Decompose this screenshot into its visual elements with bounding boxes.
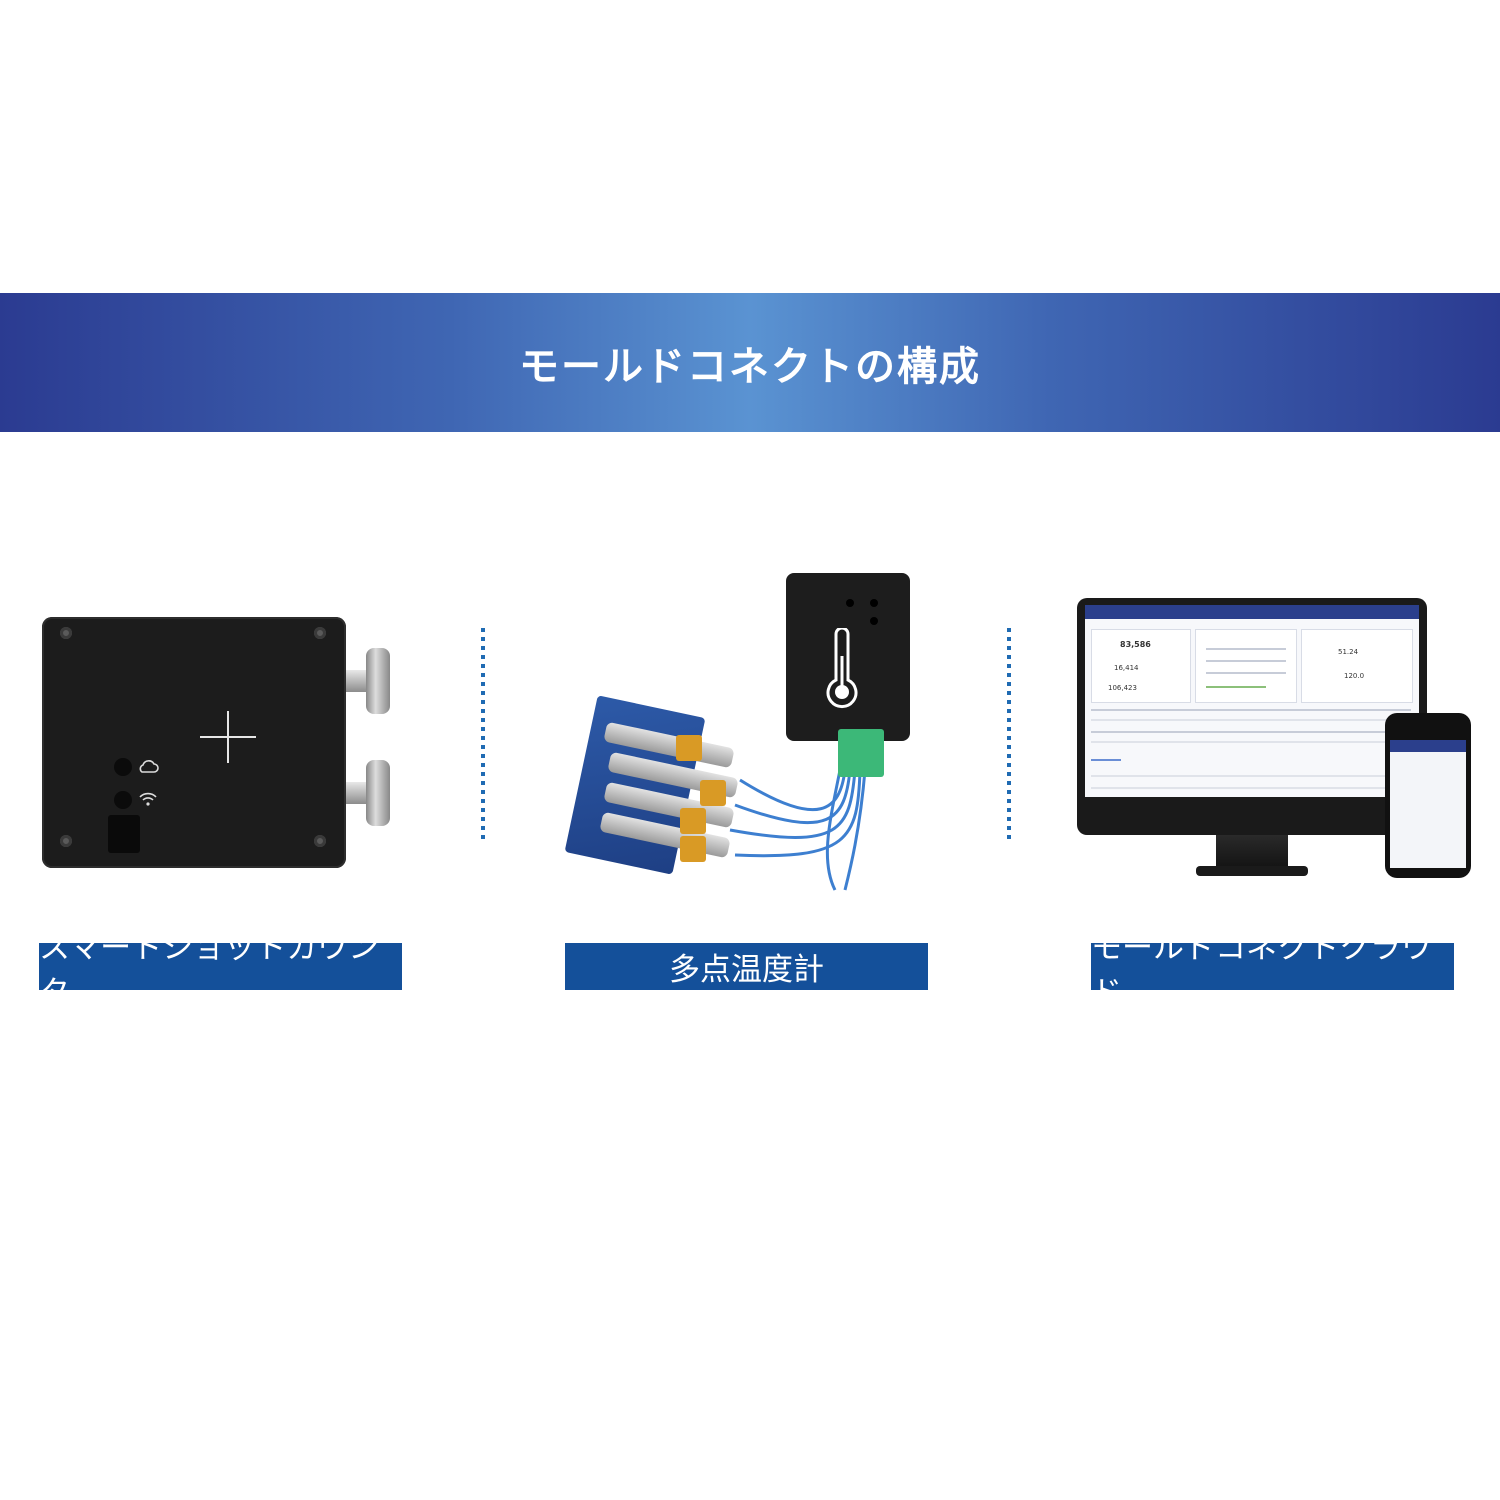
monitor-stand — [1216, 835, 1288, 871]
dashboard-card: 51.24 120.0 — [1301, 629, 1413, 703]
label-smart-shot-counter: スマートショットカウンタ — [39, 930, 402, 1011]
status-led — [114, 758, 132, 776]
kapton-tape — [676, 735, 702, 761]
power-port — [108, 815, 140, 853]
thermometer-icon — [826, 628, 858, 709]
phone-app-header — [1390, 740, 1466, 752]
dotted-divider — [1007, 628, 1011, 840]
label-mold-connect-cloud: モールドコネクトクラウド — [1091, 930, 1454, 1011]
dashboard-metric: 16,414 — [1114, 664, 1139, 672]
screw-icon — [60, 835, 72, 847]
wifi-icon — [139, 792, 157, 806]
status-led — [870, 599, 878, 607]
phone-screen — [1390, 740, 1466, 868]
dashboard-metric: 106,423 — [1108, 684, 1137, 692]
sensor-cables — [729, 769, 867, 891]
label-multi-point-thermometer: 多点温度計 — [565, 943, 928, 990]
screw-icon — [60, 627, 72, 639]
dashboard-header — [1085, 605, 1419, 619]
dashboard-metric: 51.24 — [1338, 648, 1359, 656]
cloud-icon — [139, 760, 159, 773]
dashboard-metric: 120.0 — [1344, 672, 1365, 680]
dashboard-metric: 83,586 — [1120, 640, 1151, 649]
page-title: モールドコネクトの構成 — [519, 343, 981, 390]
title-banner: モールドコネクトの構成 — [0, 293, 1500, 432]
dashboard-screen: 83,586 16,414 106,423 51.24 120.0 — [1085, 605, 1419, 797]
status-led — [114, 791, 132, 809]
screw-icon — [314, 835, 326, 847]
counter-device-body — [42, 617, 346, 868]
monitor-base — [1196, 866, 1308, 876]
status-led — [870, 617, 878, 625]
magnet-mount — [346, 760, 390, 826]
dashboard-card — [1195, 629, 1297, 703]
kapton-tape — [680, 836, 706, 862]
thermometer-box — [786, 573, 910, 741]
crosshair-mark — [227, 711, 229, 763]
status-led — [846, 599, 854, 607]
dotted-divider — [481, 628, 485, 840]
kapton-tape — [680, 808, 706, 834]
terminal-block — [838, 729, 884, 777]
dashboard-card: 83,586 16,414 106,423 — [1091, 629, 1191, 703]
kapton-tape — [700, 780, 726, 806]
screw-icon — [314, 627, 326, 639]
magnet-mount — [346, 648, 390, 714]
